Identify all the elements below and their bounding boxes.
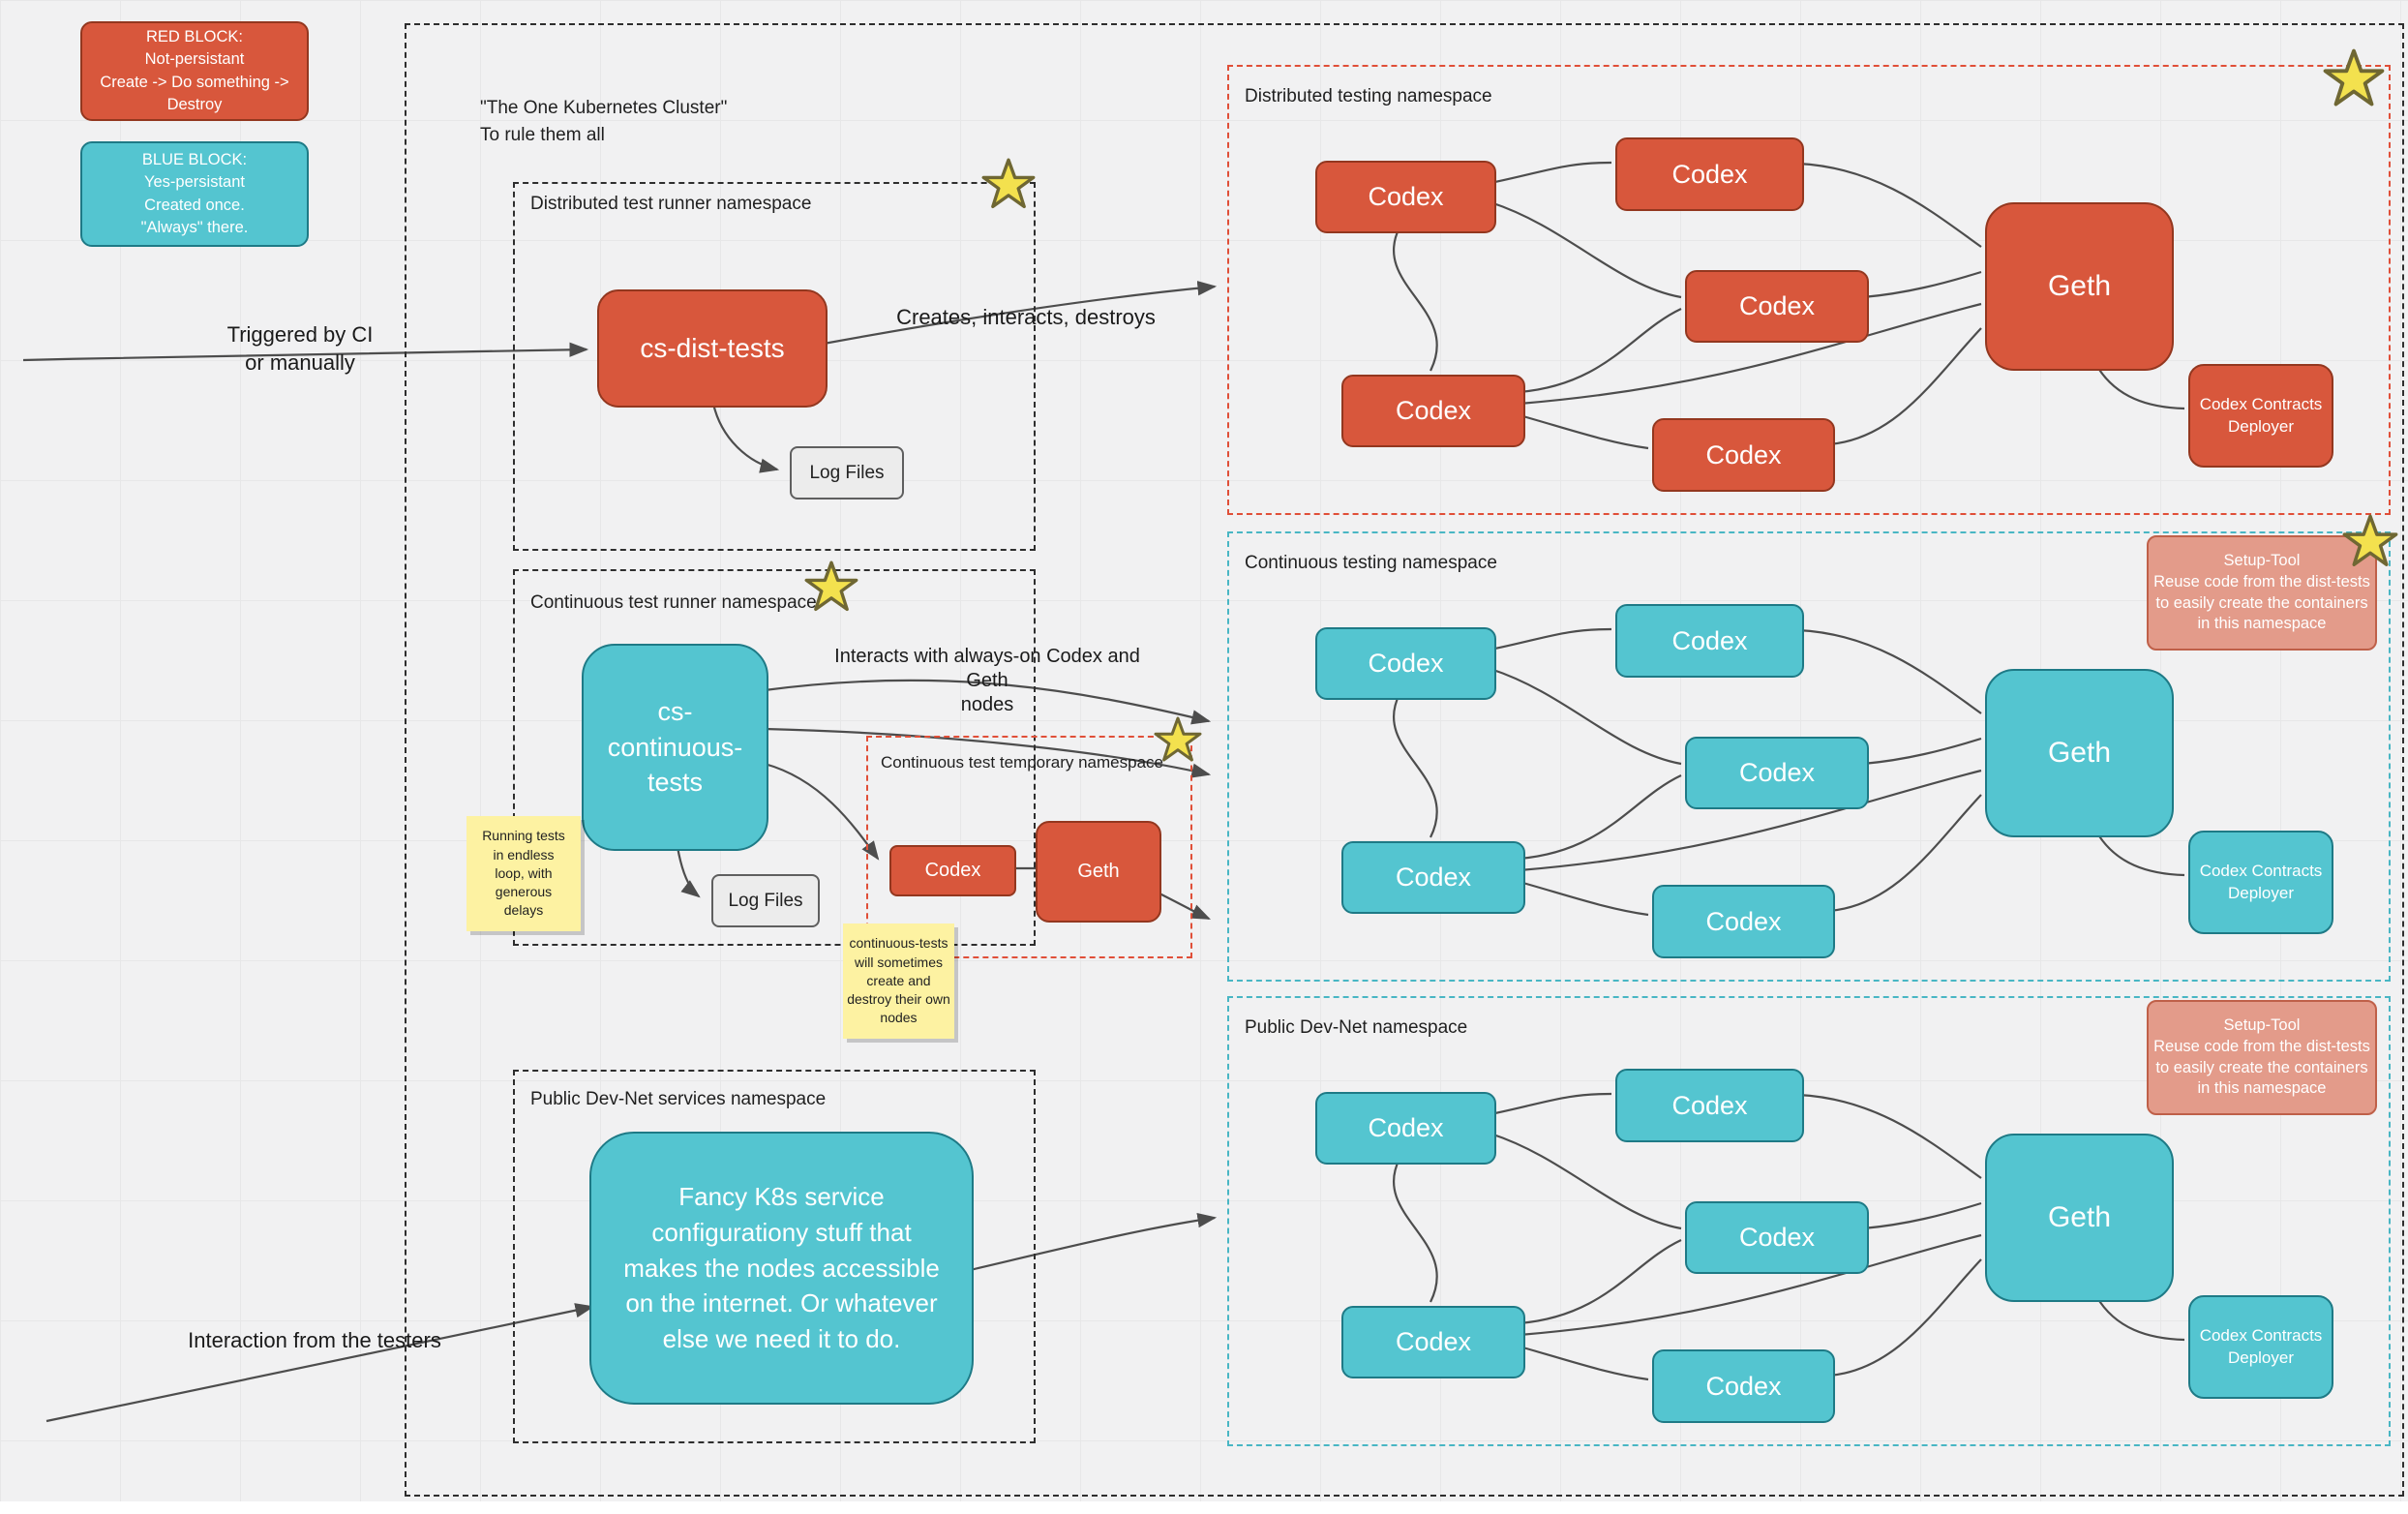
codex-node[interactable]: Codex	[1315, 1092, 1496, 1165]
codex-node[interactable]: Codex	[1685, 737, 1869, 809]
devnet-services-namespace[interactable]: Public Dev-Net services namespace	[513, 1070, 1036, 1443]
cluster-label: "The One Kubernetes Cluster" To rule the…	[480, 98, 728, 145]
codex-node[interactable]: Codex	[1652, 885, 1835, 958]
codex-node[interactable]: Codex	[1341, 375, 1525, 447]
star-icon[interactable]	[804, 560, 858, 615]
distributed-test-runner-namespace[interactable]: Distributed test runner namespace	[513, 182, 1036, 551]
public-devnet-label: Public Dev-Net namespace	[1245, 1017, 1468, 1038]
codex-contracts-deployer-node[interactable]: Codex Contracts Deployer	[2188, 1295, 2333, 1399]
continuous-test-runner-label: Continuous test runner namespace	[530, 592, 817, 613]
setup-tool-note[interactable]: Setup-Tool Reuse code from the dist-test…	[2147, 1000, 2377, 1115]
cs-continuous-tests-node[interactable]: cs- continuous- tests	[582, 644, 768, 851]
sticky-note-running-tests[interactable]: Running tests in endless loop, with gene…	[467, 816, 581, 931]
star-icon[interactable]	[2342, 514, 2398, 570]
codex-contracts-deployer-node[interactable]: Codex Contracts Deployer	[2188, 831, 2333, 934]
codex-node[interactable]: Codex	[1685, 1201, 1869, 1274]
star-icon[interactable]	[981, 158, 1036, 212]
distributed-test-runner-label: Distributed test runner namespace	[530, 194, 812, 214]
sticky-note-own-nodes[interactable]: continuous-tests will sometimes create a…	[843, 924, 954, 1039]
codex-contracts-deployer-node[interactable]: Codex Contracts Deployer	[2188, 364, 2333, 468]
legend-red-block[interactable]: RED BLOCK: Not-persistant Create -> Do s…	[80, 21, 309, 121]
annotation-triggered-by-ci: Triggered by CI or manually	[226, 322, 374, 375]
geth-node[interactable]: Geth	[1985, 202, 2174, 371]
codex-node[interactable]: Codex	[1615, 1069, 1804, 1142]
annotation-creates-interacts-destroys: Creates, interacts, destroys	[896, 305, 1156, 329]
continuous-testing-namespace[interactable]: Continuous testing namespace Setup-Tool …	[1227, 531, 2391, 982]
dist-log-files[interactable]: Log Files	[790, 446, 904, 500]
temp-codex-node[interactable]: Codex	[889, 845, 1016, 896]
annotation-interacts-always-on: Interacts with always-on Codex and Geth …	[834, 646, 1140, 715]
distributed-testing-namespace[interactable]: Distributed testing namespace Codex Code…	[1227, 65, 2391, 515]
legend-blue-block[interactable]: BLUE BLOCK: Yes-persistant Created once.…	[80, 141, 309, 247]
geth-node[interactable]: Geth	[1985, 1134, 2174, 1302]
public-devnet-namespace[interactable]: Public Dev-Net namespace Setup-Tool Reus…	[1227, 996, 2391, 1446]
temp-geth-node[interactable]: Geth	[1036, 821, 1161, 923]
canvas-edge	[0, 1501, 2408, 1514]
codex-node[interactable]: Codex	[1341, 1306, 1525, 1378]
cont-log-files[interactable]: Log Files	[711, 874, 820, 927]
setup-tool-note[interactable]: Setup-Tool Reuse code from the dist-test…	[2147, 535, 2377, 651]
devnet-services-label: Public Dev-Net services namespace	[530, 1089, 827, 1109]
geth-node[interactable]: Geth	[1985, 669, 2174, 837]
codex-node[interactable]: Codex	[1341, 841, 1525, 914]
codex-node[interactable]: Codex	[1652, 418, 1835, 492]
codex-node[interactable]: Codex	[1615, 604, 1804, 678]
fancy-k8s-service-node[interactable]: Fancy K8s service configurationy stuff t…	[589, 1132, 974, 1405]
continuous-test-temporary-namespace[interactable]: Continuous test temporary namespace	[866, 736, 1192, 958]
codex-node[interactable]: Codex	[1315, 161, 1496, 233]
codex-node[interactable]: Codex	[1652, 1349, 1835, 1423]
continuous-test-runner-namespace[interactable]: Continuous test runner namespace	[513, 569, 1036, 946]
continuous-testing-label: Continuous testing namespace	[1245, 553, 1497, 573]
codex-node[interactable]: Codex	[1615, 137, 1804, 211]
codex-node[interactable]: Codex	[1685, 270, 1869, 343]
temporary-namespace-label: Continuous test temporary namespace	[881, 753, 1163, 772]
codex-node[interactable]: Codex	[1315, 627, 1496, 700]
kubernetes-cluster-boundary[interactable]	[405, 23, 2404, 1497]
distributed-testing-label: Distributed testing namespace	[1245, 86, 1492, 106]
star-icon[interactable]	[1154, 716, 1202, 765]
star-icon[interactable]	[2323, 48, 2385, 110]
annotation-interaction-from-testers: Interaction from the testers	[188, 1328, 441, 1352]
cs-dist-tests-node[interactable]: cs-dist-tests	[597, 289, 828, 408]
